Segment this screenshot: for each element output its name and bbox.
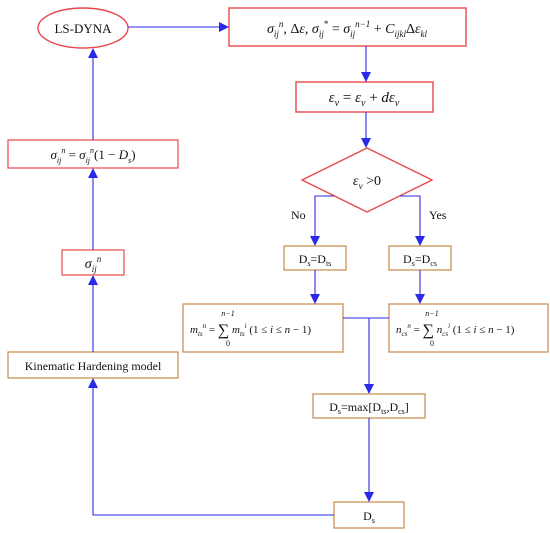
kinematic-hardening-node: Kinematic Hardening model xyxy=(7,351,179,379)
connectors xyxy=(88,22,425,516)
ls-dyna-node: LS-DYNA xyxy=(37,7,129,49)
ds-label: Ds xyxy=(363,509,375,525)
sum-mts-node: mtsn = ∑ mtsi (1 ≤ i ≤ n − 1) n−1 0 xyxy=(182,303,344,353)
sum-mts-label: mtsn = ∑ mtsi (1 ≤ i ≤ n − 1) xyxy=(190,322,311,339)
decision-label: εv >0 xyxy=(353,174,381,191)
sum-ncs-upper: n−1 xyxy=(425,309,438,318)
sum-mts-lower: 0 xyxy=(226,339,230,348)
damage-stress-label: σijn = σijn(1 − Ds) xyxy=(50,146,135,165)
branch-yes-label: Yes xyxy=(429,208,447,222)
branch-no-label: No xyxy=(291,208,306,222)
ds-max-label: Ds=max[Dts,Dcs] xyxy=(329,400,409,416)
strain-update-node: εv = εv + dεv xyxy=(295,81,434,113)
ds-max-node: Ds=max[Dts,Dcs] xyxy=(312,393,426,419)
sum-ncs-lower: 0 xyxy=(430,339,434,348)
ds-node: Ds xyxy=(333,501,405,529)
sigma-ij-node: σijn xyxy=(61,249,125,276)
ds-dcs-node: Ds=Dcs xyxy=(388,245,452,271)
strain-update-label: εv = εv + dεv xyxy=(329,90,400,109)
arrow-decision-no xyxy=(310,195,334,246)
ds-dcs-label: Ds=Dcs xyxy=(403,252,437,268)
sum-mts-upper: n−1 xyxy=(221,309,234,318)
ds-dts-node: Ds=Dts xyxy=(283,245,347,271)
kinematic-hardening-label: Kinematic Hardening model xyxy=(25,359,162,373)
ds-dts-label: Ds=Dts xyxy=(299,252,332,268)
decision-node: εv >0 xyxy=(300,147,434,213)
arrow-decision-yes xyxy=(400,195,425,246)
damage-stress-node: σijn = σijn(1 − Ds) xyxy=(7,139,179,169)
sum-ncs-node: ncsn = ∑ ncsi (1 ≤ i ≤ n − 1) n−1 0 xyxy=(388,303,549,353)
arrow-ds-kinematic xyxy=(88,378,334,516)
sum-ncs-label: ncsn = ∑ ncsi (1 ≤ i ≤ n − 1) xyxy=(396,322,515,339)
ls-dyna-label: LS-DYNA xyxy=(54,21,112,36)
stress-update-label: σijn, Δε, σij* = σijn−1 + CijklΔεkl xyxy=(267,19,428,39)
sigma-ij-label: σijn xyxy=(85,254,102,274)
stress-update-node: σijn, Δε, σij* = σijn−1 + CijklΔεkl xyxy=(228,7,467,47)
